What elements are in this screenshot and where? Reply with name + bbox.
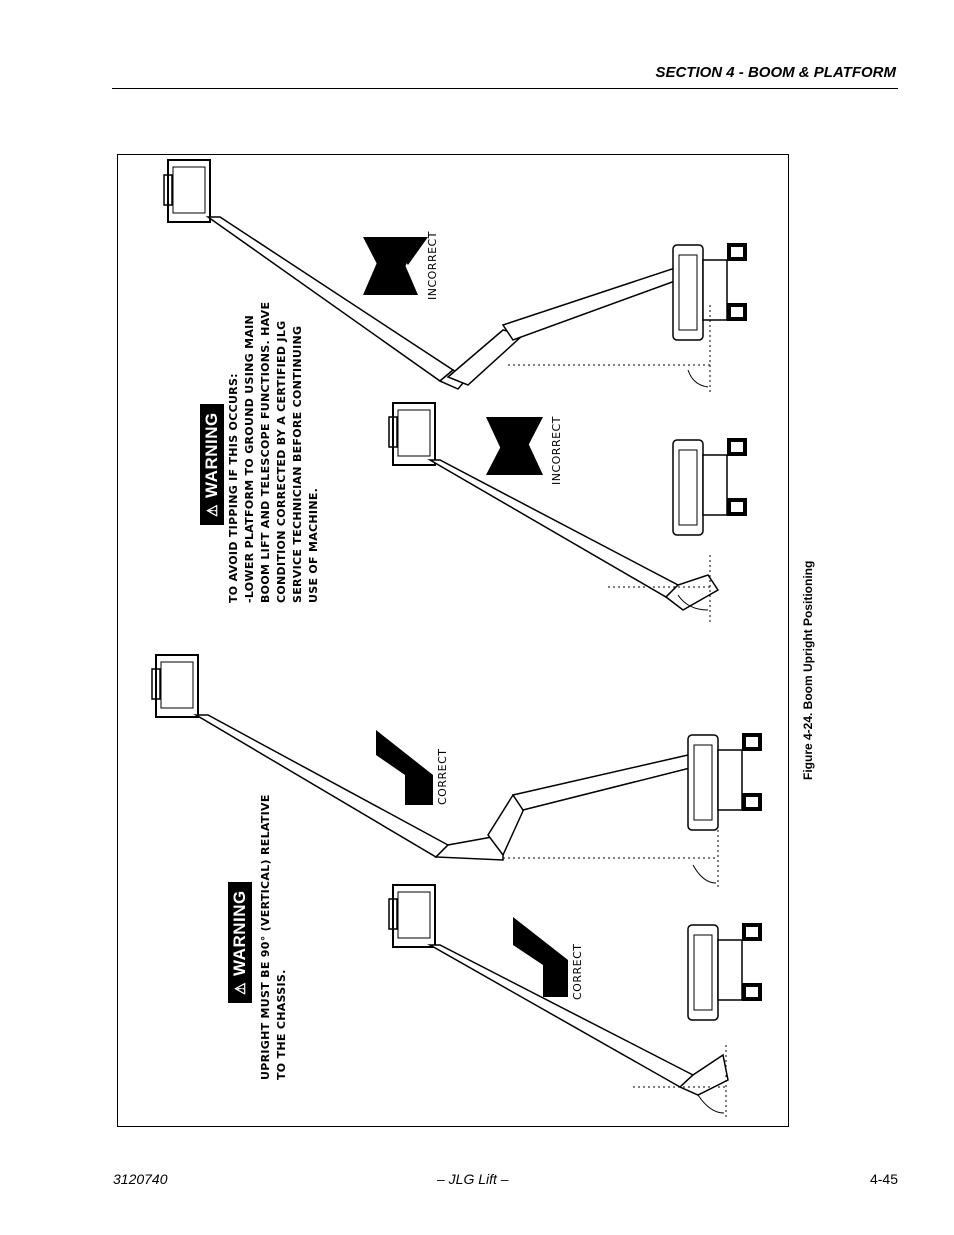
incorrect-x-mark-2 (486, 417, 543, 475)
footer-page-number: 4-45 (869, 1171, 898, 1187)
machine-incorrect-2 (388, 402, 748, 625)
label-incorrect-1: INCORRECT (426, 231, 439, 300)
label-correct-1: CORRECT (436, 748, 449, 805)
warning-bottom-line-2: TO THE CHASSIS. (275, 969, 288, 1080)
label-correct-2: CORRECT (571, 943, 584, 1000)
machine-correct-1 (151, 654, 763, 890)
correct-check-mark-1 (376, 730, 433, 805)
incorrect-x-mark-1 (363, 237, 428, 295)
footer-brand: – JLG Lift – (437, 1171, 509, 1187)
boom-illustrations (151, 159, 763, 1120)
warning-top: ⚠WARNING (200, 404, 224, 525)
warning-top-line-3: BOOM LIFT AND TELESCOPE FUNCTIONS. HAVE (259, 301, 272, 603)
section-title: SECTION 4 - BOOM & PLATFORM (655, 64, 896, 81)
warning-top-line-6: USE OF MACHINE. (307, 487, 320, 603)
warning-top-line-5: SERVICE TECHNICIAN BEFORE CONTINUING (291, 325, 304, 603)
figure-caption: Figure 4-24. Boom Upright Positioning (801, 560, 815, 780)
warning-top-line-1: TO AVOID TIPPING IF THIS OCCURS: (227, 373, 240, 603)
warning-bottom: ⚠WARNING (228, 882, 252, 1003)
warning-top-badge: ⚠WARNING (200, 404, 224, 525)
header-rule (112, 88, 898, 89)
warning-top-line-2: -LOWER PLATFORM TO GROUND USING MAIN (243, 314, 256, 603)
machine-correct-2 (388, 884, 763, 1120)
warning-triangle-icon: ⚠ (232, 981, 248, 995)
warning-triangle-icon: ⚠ (204, 503, 220, 517)
warning-top-line-4: CONDITION CORRECTED BY A CERTIFIED JLG (275, 320, 288, 603)
footer-doc-number: 3120740 (113, 1171, 168, 1187)
figure-boom-upright-positioning: INCORRECT INCORRECT CORRECT CORRECT ⚠WAR… (117, 154, 789, 1127)
correct-check-mark-2 (513, 917, 568, 997)
machine-incorrect-1 (163, 159, 748, 395)
warning-top-text: TO AVOID TIPPING IF THIS OCCURS: -LOWER … (226, 302, 322, 603)
warning-bottom-badge: ⚠WARNING (228, 882, 252, 1003)
warning-bottom-text: UPRIGHT MUST BE 90° (VERTICAL) RELATIVE … (258, 794, 290, 1080)
label-incorrect-2: INCORRECT (550, 416, 563, 485)
warning-bottom-line-1: UPRIGHT MUST BE 90° (VERTICAL) RELATIVE (259, 794, 272, 1080)
